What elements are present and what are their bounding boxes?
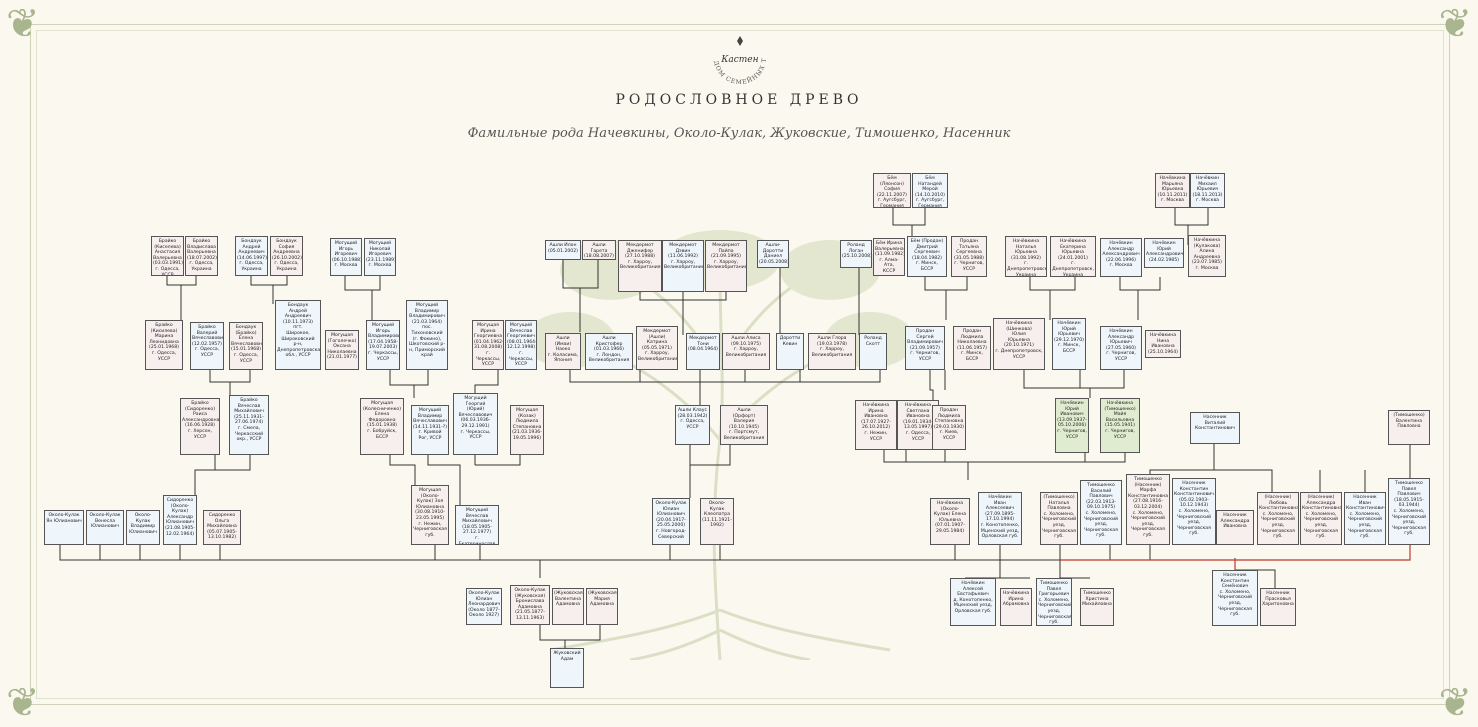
person-card[interactable]: Начёвкин Иван Алексеевич (27.09.1895- 17… [978, 492, 1022, 545]
person-card[interactable]: Продан Людмила Николаевна (11.06.1957) г… [953, 326, 991, 370]
person-card[interactable]: Насенник Константин Константинович (05.0… [1172, 478, 1216, 545]
person-card[interactable]: Около-Кулак Венесла Юлианович [86, 510, 124, 545]
person-card[interactable]: Около-Кулак Юлиан Леонардович (Около 187… [466, 588, 502, 625]
person-card[interactable]: Брайко Валерий Вячеславович (12.02.1957)… [190, 322, 224, 370]
person-card[interactable]: Начёвкин Алексей Евстафьевич д. Конотопе… [950, 578, 996, 626]
person-card[interactable]: Сидоренко Ольга Михайловна (05.07.1905- … [203, 510, 241, 545]
person-card[interactable]: Продан Людмила Степановна (29.03.1930) г… [932, 405, 966, 450]
person-card[interactable]: Бондаук Андрей Андреевич (10.11.1973) пг… [275, 300, 321, 370]
person-card[interactable]: Бондаук (Брайко) Елена Вячеславовна (15.… [229, 322, 263, 370]
person-card[interactable]: Ашли (Имаи) Наоко г. Коласима, Япония [545, 333, 581, 370]
person-card[interactable]: Могущий Владимир Вячеславович (14.11.193… [411, 405, 449, 455]
person-card[interactable]: Начёвкин Александр Александрович (22.06.… [1100, 238, 1142, 277]
person-card[interactable]: Мекдермот (Ашли) Катрина (05.05.1971) г.… [636, 326, 678, 370]
person-card[interactable]: Ашли (Орфорт) Валерия (10.10.1945) г. По… [720, 405, 768, 445]
person-card[interactable]: Бондаук Андрей Андреевич (14.06.1997) г.… [235, 236, 268, 276]
person-card[interactable]: Около-Кулак Клеопатра (11.11.1921- 1992) [700, 498, 734, 545]
person-card[interactable]: Мекдермот Пайпа (21.09.1995) г. Харроу, … [705, 240, 747, 292]
person-card[interactable]: Начёвкин Юрий Юрьевич (29.12.1970) г. Ми… [1052, 318, 1086, 370]
person-card[interactable]: Мекдермот Дэвин (11.06.1992) г. Харроу, … [662, 240, 704, 292]
person-card[interactable]: Насенник Иван Константинович с. Холомено… [1344, 492, 1386, 545]
person-card[interactable]: (Жуковская) Валентина Адамовна [552, 588, 584, 625]
person-card[interactable]: Брайко Владислава Валерьевна (18.07.2002… [185, 236, 218, 276]
person-card[interactable]: Около-Кулак Юлиан Юлианович (20.04.1917-… [652, 498, 690, 545]
person-card[interactable]: Брайко (Кисилева) Марина Леонидовна (25.… [145, 320, 183, 370]
person-card[interactable]: Тимошенко Павел Григорьевич с. Холомено,… [1036, 578, 1072, 626]
person-card[interactable]: Начёвкина Ирина Абрамовна [1000, 588, 1032, 626]
person-card[interactable]: Могущая (Колесниченко) Елена Федоровна (… [360, 398, 404, 455]
person-card[interactable]: Насенник Прасковья Харитоновна [1260, 588, 1296, 626]
person-card[interactable]: Около-Кулак Владимир Юлианович [126, 510, 160, 545]
person-card[interactable]: (Жуковская) Мария Адамовна [586, 588, 618, 625]
person-card[interactable]: Могущая (Козак) Людмила Степановна (21.0… [510, 405, 544, 455]
person-card[interactable]: Ашли Гарета (18.08.2007) [582, 240, 616, 260]
person-card[interactable]: Начёвкин Александр Юрьевич (27.05.1960) … [1100, 326, 1142, 370]
person-card[interactable]: (Тимошенко) Валентина Павловна [1388, 410, 1430, 445]
person-card[interactable]: Могущий Николай Игоревич (23.11.1989) г.… [364, 238, 396, 276]
person-card[interactable]: Бём Ирина Валерьевна (11.09.1982) г. Алм… [873, 238, 905, 276]
person-card[interactable]: Брайко (Киселева) Анастасия Валерьевна (… [151, 236, 184, 276]
person-card[interactable]: Ашли Кристофер (01.03.1966) г. Лондон, В… [585, 333, 633, 370]
person-card[interactable]: Начёвкин Михаил Юрьевич (18.11.2013) г. … [1190, 173, 1225, 208]
person-card[interactable]: Могущий Вячеслав Георгиевич (08.01.1964-… [505, 320, 537, 370]
person-card[interactable]: Начёвкина (Шинкова) Юлия Юрьевна (20.10.… [993, 318, 1045, 370]
person-card[interactable]: Могущая (Около- Кулак) Зоя Юлиановна (30… [411, 485, 449, 545]
person-card[interactable]: Могущий Игорь Игоревич (06.10.1988) г. М… [330, 238, 362, 276]
person-card[interactable]: Начёвкина Марьяна Юрьевна (10.11.2011) г… [1155, 173, 1190, 208]
person-card[interactable]: Ашли Илон (05.01.2002) [545, 240, 581, 260]
person-card[interactable]: Роланд Логан (25.10.2008) [840, 240, 872, 268]
person-card[interactable]: Могущая (Гоголечко) Оксана Николаевна (2… [325, 330, 359, 370]
person-card[interactable]: Могущий Владимир Владимирович (21.03.196… [406, 300, 448, 370]
person-card[interactable]: Продан Сергей Владимирович (21.09.1957) … [905, 326, 945, 370]
person-card[interactable]: Ашли Алиса (09.10.1975) г. Харроу, Велик… [722, 333, 770, 370]
person-card[interactable]: Начёвкина Ирина Ивановна (17.07.1927- 26… [855, 400, 897, 450]
person-card[interactable]: Жуковский Адам [550, 648, 584, 688]
person-card[interactable]: Брайко Вячеслав Михайлович (25.11.1931- … [229, 395, 269, 455]
person-card[interactable]: Могущая Ирина Георгиевна (01.04.1962- 31… [472, 320, 504, 370]
person-card[interactable]: Сидоренко (Около- Кулак) Александр Юлиан… [163, 495, 197, 545]
person-card[interactable]: Бём (Продан) Дмитрий Сергеевич (18.04.19… [907, 236, 947, 277]
person-card[interactable]: Тимошенко Христина Михайловна [1080, 588, 1114, 626]
person-card[interactable]: Тимошенко (Насенник) Марфа Константиновн… [1126, 474, 1170, 545]
person-card[interactable]: Могущий Вячеслав Михайлович (18.05.1905-… [455, 505, 499, 545]
person-card[interactable]: Насенник Константин Семёнович с. Холомен… [1212, 570, 1258, 626]
person-card[interactable]: Могущий Георгий (Юрий) Вячеславович (06.… [453, 393, 498, 455]
person-card[interactable]: Мекдермот Дженифер (27.10.1988) г. Харро… [618, 240, 662, 292]
person-card[interactable]: Насенник Александра Ивановна [1216, 510, 1254, 545]
person-card[interactable]: Брайко (Сидоренко) Раиса Александровна (… [180, 398, 220, 455]
person-card[interactable]: Начёвкина (Кулакова) Алина Андреевна (23… [1188, 235, 1226, 277]
person-card[interactable]: Начёвкина (Тимошенко) Майя Васильевна (1… [1100, 398, 1140, 453]
person-card[interactable]: Начёвкина (Около- Кулак) Елена Юльевна (… [930, 498, 970, 545]
person-card[interactable]: Около-Кулак Ян Юлианович [44, 510, 84, 545]
person-card[interactable]: Начёвкина Наталья Юрьевна (31.08.1992) г… [1005, 236, 1047, 277]
person-card[interactable]: Продан Татьяна Сергеевна (31.05.1988) г.… [951, 236, 987, 277]
person-card[interactable]: Ашли Клаус (28.03.1942) г. Одесса, УССР [675, 405, 710, 445]
person-card[interactable]: Доротти Кевин [776, 333, 804, 370]
person-card[interactable]: Бондаук София Андреевна (26.10.2002) г. … [270, 236, 303, 276]
person-card[interactable]: Начёвкин Юрий Иванович (13.09.1937- 05.1… [1055, 398, 1089, 453]
person-card[interactable]: (Насенник) Александра Константиновна с. … [1300, 492, 1342, 545]
person-card[interactable]: Тимошенко Павел Павлович (18.05.1915- 03… [1388, 478, 1430, 545]
person-card[interactable]: Тимошенко Василий Павлович (22.03.1913- … [1080, 480, 1122, 545]
person-card[interactable]: Начёвкина Нина Ивановна (25.10.1964) [1145, 330, 1181, 358]
person-card[interactable]: Ашли- Доротти Даниел (20.05.2008) [757, 240, 789, 268]
person-card[interactable]: Начёвкина Екатерина Юрьевна (24.01.2001)… [1050, 236, 1096, 277]
person-card[interactable]: Бём (Ляонсон) София (22.11.2007) г. Аугс… [873, 173, 911, 208]
person-card[interactable]: (Тимошенко) Наталья Павловна с. Холомено… [1040, 492, 1078, 545]
person-card[interactable]: Роланд Скотт [859, 333, 887, 370]
person-card[interactable]: Ашли Глора (19.03.1978) г. Харроу, Велик… [808, 333, 856, 370]
person-card[interactable]: (Насенник) Любовь Константиновна с. Холо… [1257, 492, 1299, 545]
person-card[interactable]: Начёвкин Юрий Александрович (24.02.1985) [1144, 238, 1184, 268]
person-card[interactable]: Могущий Игорь Владимирович (17.04.1958- … [366, 320, 400, 370]
person-card[interactable]: Насенник Виталий Константинович [1190, 412, 1240, 444]
person-card[interactable]: Мекдермот Тони (08.04.1964) [686, 333, 720, 370]
person-card[interactable]: Около-Кулак (Жуковская) Бронислава Адамо… [510, 585, 550, 625]
person-card[interactable]: Бём Натандей Мерой (14.10.2010) г. Аугсб… [912, 173, 948, 208]
